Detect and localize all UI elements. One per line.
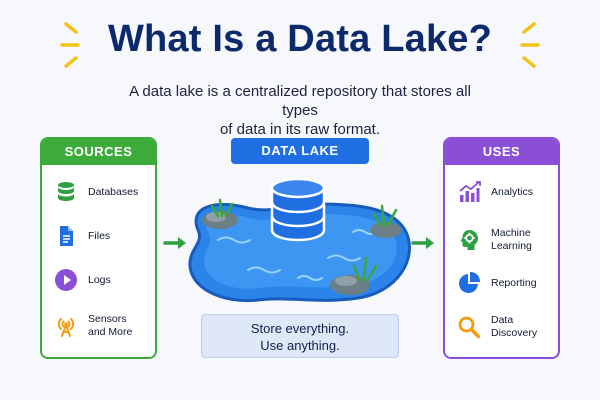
use-label: Machine Learning (491, 227, 552, 253)
source-label-line-2: and More (88, 326, 133, 338)
left-burst-icon (60, 22, 80, 68)
use-label-line-1: Data (491, 314, 514, 326)
analytics-chart-icon (459, 181, 481, 202)
arrow-right-icon (163, 237, 186, 249)
tagline-line-2: Use anything. (260, 338, 340, 353)
sources-card: SOURCES Databases Files Logs (40, 137, 157, 359)
use-label-line-1: Machine (491, 227, 531, 239)
database-cylinder-icon (270, 177, 326, 242)
tagline-line-1: Store everything. (250, 321, 350, 336)
data-lake-label: DATA LAKE (231, 138, 369, 164)
use-item-analytics: Analytics (445, 175, 558, 209)
uses-card: USES Analytics Machine Learning Reportin… (443, 137, 560, 359)
source-item-databases: Databases (42, 175, 155, 209)
page-subtitle: A data lake is a centralized repository … (120, 82, 480, 139)
brain-gear-icon (460, 230, 478, 250)
right-burst-icon (520, 22, 540, 68)
subtitle-line-1: A data lake is a centralized repository … (129, 83, 471, 119)
use-label: Data Discovery (491, 314, 552, 340)
arrow-right-icon (411, 237, 434, 249)
use-label: Analytics (491, 185, 534, 198)
use-label-line-2: Learning (491, 240, 532, 252)
use-label: Reporting (491, 276, 537, 289)
file-icon (60, 226, 73, 246)
use-item-reporting: Reporting (445, 266, 558, 300)
database-icon (58, 182, 74, 201)
play-icon (55, 269, 77, 291)
source-item-files: Files (42, 219, 155, 253)
subtitle-line-2: of data in its raw format. (219, 121, 381, 138)
pie-chart-icon (459, 271, 481, 293)
uses-heading: USES (445, 139, 558, 165)
source-label: Logs (88, 273, 111, 286)
source-label: Databases (88, 185, 139, 198)
use-label-line-2: Discovery (491, 327, 538, 339)
source-label: Sensors and More (88, 313, 149, 339)
source-label-line-1: Sensors (88, 313, 127, 325)
lake-tagline: Store everything. Use anything. (201, 314, 399, 358)
use-item-machine-learning: Machine Learning (445, 223, 558, 257)
source-item-sensors: Sensors and More (42, 309, 155, 343)
use-item-data-discovery: Data Discovery (445, 310, 558, 344)
source-label: Files (88, 229, 111, 242)
lake-illustration (188, 177, 411, 303)
source-item-logs: Logs (42, 263, 155, 297)
sensor-icon (57, 318, 75, 337)
page-title: What Is a Data Lake? (107, 18, 493, 60)
magnifier-icon (458, 316, 481, 339)
sources-heading: SOURCES (42, 139, 155, 165)
